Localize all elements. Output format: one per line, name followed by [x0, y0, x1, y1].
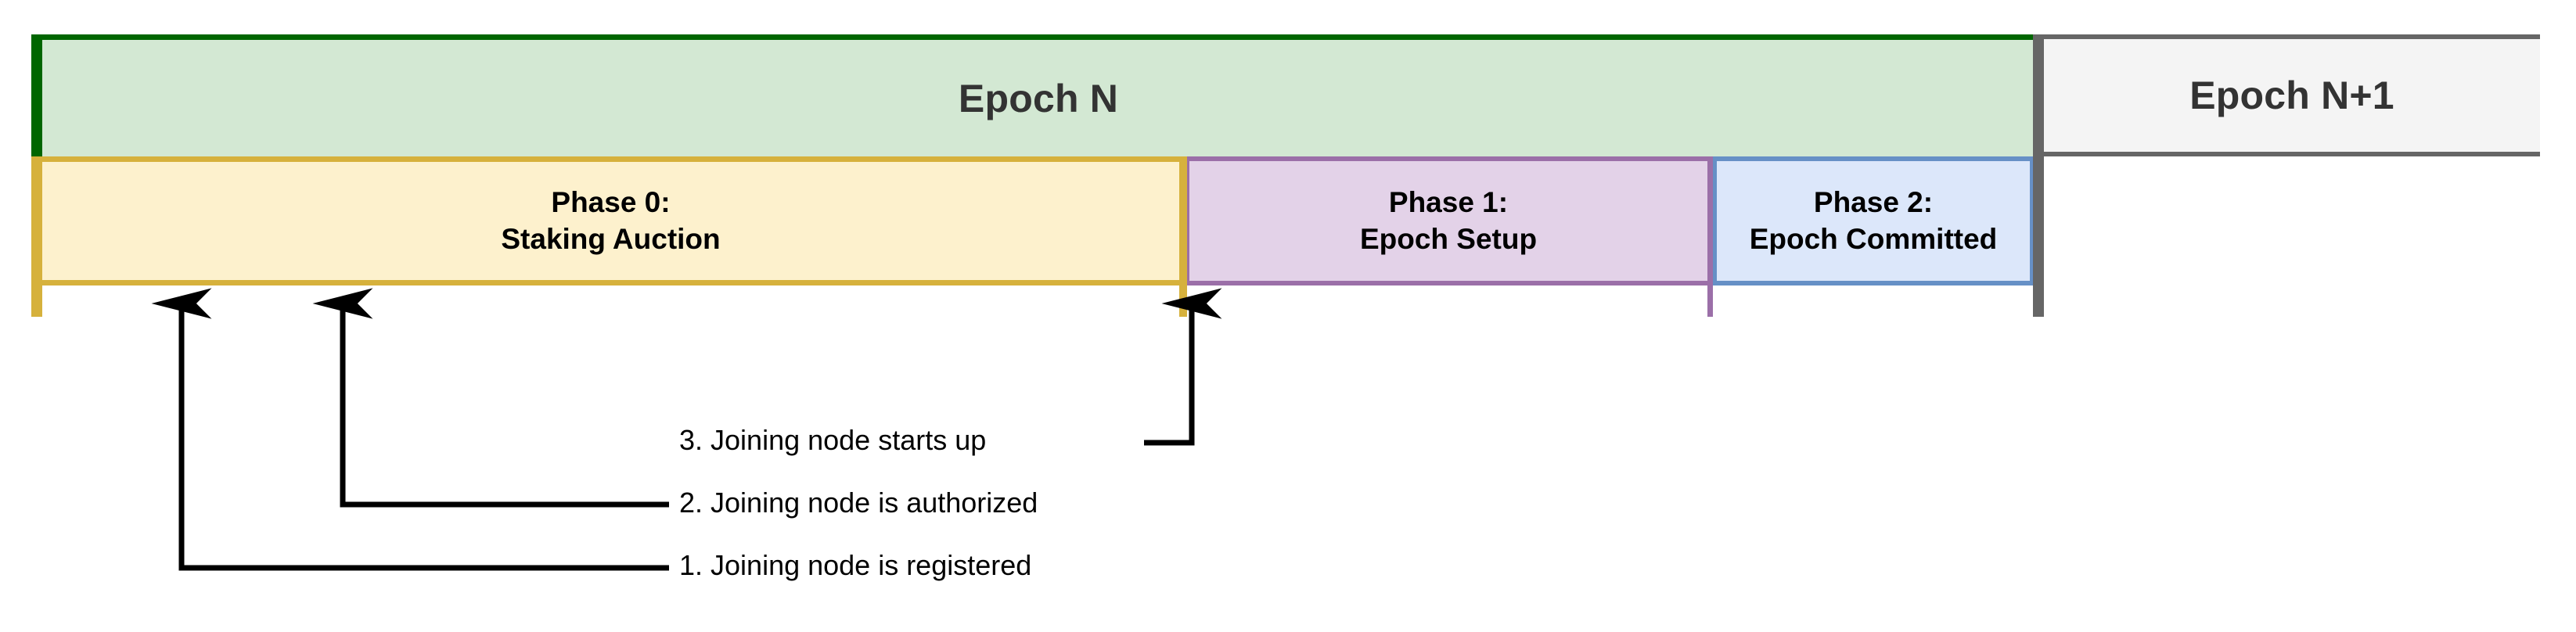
phase-2-box: Phase 2: Epoch Committed	[1712, 156, 2035, 285]
phase-1-title: Phase 1:	[1388, 185, 1509, 218]
callout-1-label: 1. Joining node is registered	[679, 549, 1032, 581]
phase-0-box: Phase 0: Staking Auction	[31, 156, 1185, 285]
epoch-n-label: Epoch N	[958, 76, 1119, 120]
callout-3-label: 3. Joining node starts up	[679, 424, 987, 456]
callout-3-leader	[1144, 288, 1222, 446]
callout-2-leader	[312, 288, 669, 508]
epoch-n-plus-1-label: Epoch N+1	[2189, 74, 2394, 117]
callout-1-leader	[151, 288, 669, 571]
phase-0-subtitle: Staking Auction	[501, 222, 721, 255]
phase-2-subtitle: Epoch Committed	[1749, 222, 1998, 255]
phase-2-title: Phase 2:	[1813, 185, 1934, 218]
epoch-n-box: Epoch N	[31, 34, 2035, 156]
phase-1-box: Phase 1: Epoch Setup	[1185, 156, 1712, 285]
phase-0-end-tick	[1179, 156, 1187, 317]
phase-1-subtitle: Epoch Setup	[1359, 222, 1538, 255]
callout-2-label: 2. Joining node is authorized	[679, 487, 1038, 519]
phase-0-title: Phase 0:	[551, 185, 671, 218]
phase-0-start-tick	[31, 156, 42, 317]
epoch-n-plus-1-box: Epoch N+1	[2044, 34, 2540, 156]
epoch-boundary-divider	[2033, 34, 2044, 317]
phase-1-end-tick	[1707, 156, 1713, 317]
